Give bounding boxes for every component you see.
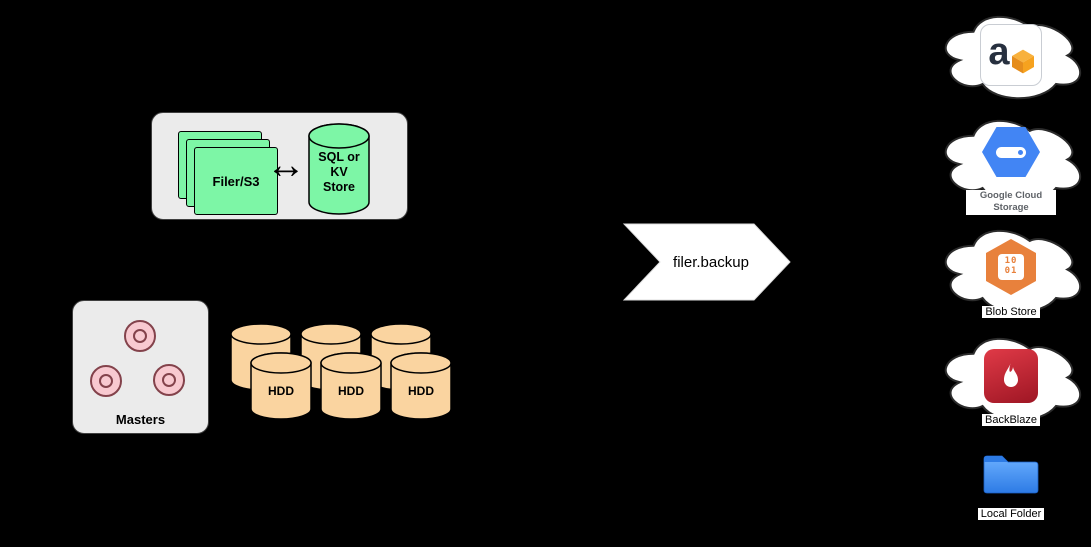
master-node — [90, 365, 122, 397]
cloud-backblaze: BackBlaze — [936, 330, 1086, 426]
kv-store-label: SQL or KV Store — [308, 150, 370, 195]
hdd-cylinder-front: HDD — [250, 352, 312, 420]
blob-binary-line: 10 — [1004, 256, 1018, 267]
hdd-cylinder-front: HDD — [390, 352, 452, 420]
hdd-label: HDD — [268, 384, 294, 398]
kv-store-label-line: KV — [330, 165, 348, 179]
gcs-bar-glyph — [996, 146, 1026, 158]
kv-store-label-line: SQL or — [318, 150, 360, 164]
backblaze-label: BackBlaze — [982, 414, 1040, 426]
step-arrow-shape — [622, 223, 791, 301]
filer-label: Filer/S3 — [212, 173, 260, 189]
flame-icon — [1004, 362, 1018, 387]
kv-store-cylinder: SQL or KV Store — [308, 123, 370, 215]
master-node — [153, 364, 185, 396]
masters-box — [72, 300, 209, 434]
hdd-cylinder-front: HDD — [320, 352, 382, 420]
google-cloud-storage-label: Google Cloud Storage — [966, 190, 1056, 215]
bidirectional-arrow-icon: ↔ — [266, 143, 306, 187]
masters-label: Masters — [115, 412, 166, 427]
local-folder-label-wrap: Local Folder — [936, 508, 1086, 520]
kv-store-label-line: Store — [323, 180, 355, 194]
blob-binary-glyph: 10 01 — [998, 254, 1024, 280]
backblaze-icon — [984, 349, 1038, 403]
local-folder-group: Local Folder — [936, 448, 1086, 520]
local-folder-label: Local Folder — [977, 508, 1045, 520]
hdd-label: HDD — [338, 384, 364, 398]
aws-cube-icon — [1011, 49, 1034, 73]
cylinder-shape — [308, 123, 370, 215]
folder-icon — [983, 455, 1039, 494]
filer-backup-label: filer.backup — [673, 253, 749, 271]
google-cloud-storage-label-wrap: Google Cloud Storage — [936, 190, 1086, 215]
gcs-dot-glyph — [1018, 149, 1023, 155]
master-node-inner-ring — [99, 374, 113, 388]
cloud-blob-store: 10 01 Blob Store — [936, 222, 1086, 318]
blob-store-label: Blob Store — [982, 306, 1040, 318]
master-node-inner-ring — [133, 329, 147, 343]
aws-s3-icon: a — [980, 24, 1042, 86]
blob-binary-line: 01 — [1004, 266, 1018, 276]
filer-backup-arrow: filer.backup — [622, 223, 791, 301]
cloud-google-cloud-storage: Google Cloud Storage — [936, 112, 1086, 215]
filer-card-front: Filer/S3 — [194, 147, 278, 215]
blob-store-label-wrap: Blob Store — [936, 306, 1086, 318]
master-node — [124, 320, 156, 352]
master-node-inner-ring — [162, 373, 176, 387]
aws-letter: a — [988, 31, 1010, 73]
cloud-amazon-s3: a — [936, 8, 1086, 103]
hdd-label: HDD — [408, 384, 434, 398]
backblaze-label-wrap: BackBlaze — [936, 414, 1086, 426]
